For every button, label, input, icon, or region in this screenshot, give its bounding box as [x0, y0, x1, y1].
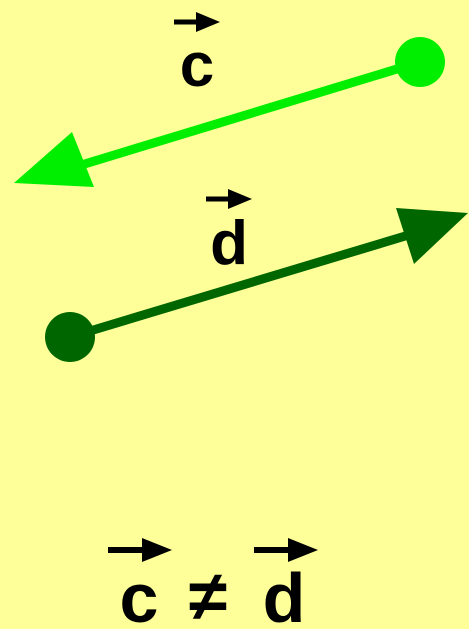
- vector-c-label-group: c: [174, 12, 220, 100]
- vector-c: [14, 37, 445, 187]
- vector-c-tail-dot: [395, 37, 445, 87]
- vector-c-overarrow: [174, 12, 220, 32]
- vector-d-label-group: d: [206, 189, 252, 278]
- vector-d-shaft: [68, 229, 414, 342]
- not-equal-sign: ≠: [189, 557, 227, 629]
- vector-d-label: d: [210, 209, 248, 278]
- equation-right-label: d: [263, 559, 306, 629]
- equation-left-label: c: [120, 559, 159, 629]
- inequality-equation: c ≠ d: [108, 538, 318, 629]
- vector-d-arrowhead: [396, 208, 468, 264]
- equation-left-overarrow: [108, 538, 172, 562]
- vector-d-tail-dot: [45, 312, 95, 362]
- vector-d: [45, 208, 468, 362]
- vector-c-shaft: [76, 57, 422, 171]
- vector-c-arrowhead: [14, 132, 94, 187]
- equation-right-overarrow: [254, 538, 318, 562]
- vector-d-overarrow: [206, 189, 252, 209]
- vector-c-label: c: [180, 31, 214, 100]
